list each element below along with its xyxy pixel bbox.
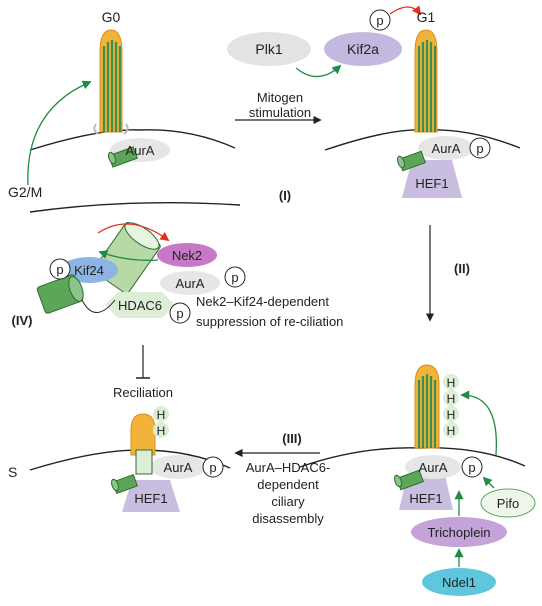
arrow-g2m-red <box>97 223 170 242</box>
arrow-plk1-kif2a <box>295 64 342 78</box>
trichoplein-oval <box>411 517 507 547</box>
step-iv: (IV) <box>12 313 33 328</box>
phospho-br-label: p <box>468 460 475 475</box>
phospho-kif2a <box>369 9 391 31</box>
histone-marks-s: H H <box>153 406 169 438</box>
label-hdac6: HDAC6 <box>118 298 162 313</box>
step-i: (I) <box>279 188 291 203</box>
hdac6-hex <box>105 292 175 318</box>
labels: G0 G1 G2/M S (I) (II) (III) (IV) Plk1 Ki… <box>8 9 519 590</box>
arrow-kif2a-g1 <box>389 5 422 16</box>
histone-br-3: H <box>447 408 456 422</box>
label-kif24: Kif24 <box>74 263 104 278</box>
stage-s: S <box>8 464 17 480</box>
aura-s <box>150 455 206 479</box>
reciliation-label: Reciliation <box>113 385 173 400</box>
phospho-kif2a-label: p <box>376 13 383 28</box>
label-kif2a: Kif2a <box>347 41 379 57</box>
hef1-s <box>122 480 180 512</box>
phospho-aura-s-label: p <box>209 460 216 475</box>
label-aura-s: AurA <box>164 460 193 475</box>
membrane-g0 <box>29 129 236 151</box>
hef1-g1 <box>402 160 462 198</box>
axoneme-br <box>417 374 437 448</box>
phospho-g2m-1-label: p <box>231 270 238 285</box>
nek2-oval <box>157 243 217 267</box>
disassembly-line-1: AurA–HDAC6- <box>246 460 331 475</box>
phospho-g2m-2 <box>169 302 191 324</box>
label-pifo: Pifo <box>497 496 519 511</box>
arrow-pifo-histone <box>460 390 498 456</box>
disassembly-line-4: disassembly <box>252 511 324 526</box>
suppression-line-2: suppression of re-ciliation <box>196 314 343 329</box>
phospho-marks <box>49 9 491 478</box>
phospho-g2m-2-label: p <box>176 306 183 321</box>
g0-cell <box>29 29 236 168</box>
histone-s-1: H <box>157 408 166 422</box>
label-nek2: Nek2 <box>172 248 202 263</box>
arrows <box>27 5 498 567</box>
g1-cell <box>324 29 521 198</box>
phospho-kif24 <box>49 258 71 280</box>
label-ndel1: Ndel1 <box>442 575 476 590</box>
disassembly-line-2: dependent <box>257 477 319 492</box>
label-hef1-br: HEF1 <box>409 491 442 506</box>
step-ii: (II) <box>454 261 470 276</box>
stage-g0: G0 <box>102 9 121 25</box>
stage-g2m: G2/M <box>8 184 42 200</box>
ndel1-oval <box>422 568 496 596</box>
histone-br-1: H <box>447 376 456 390</box>
histone-marks-br: H H H H <box>443 374 459 438</box>
phospho-aura-g1 <box>469 137 491 159</box>
arrow-pifo-up <box>482 476 495 489</box>
arrow-nek2-kif24 <box>98 250 159 261</box>
histone-br-2: H <box>447 392 456 406</box>
axoneme-g0 <box>102 40 122 132</box>
aura-g1 <box>418 136 474 160</box>
mitogen-line-2: stimulation <box>249 105 311 120</box>
phospho-br <box>461 456 483 478</box>
g2m-cell <box>29 201 241 318</box>
phospho-aura-s <box>202 456 224 478</box>
phospho-kif24-label: p <box>56 262 63 277</box>
step-iii: (III) <box>282 431 302 446</box>
disassembly-line-3: ciliary <box>271 494 305 509</box>
centriole-s-vertical <box>135 449 153 475</box>
label-aura-g0: AurA <box>126 143 155 158</box>
histone-s-2: H <box>157 424 166 438</box>
plk1-oval <box>227 32 311 66</box>
suppression-line-1: Nek2–Kif24-dependent <box>196 294 329 309</box>
disassembly-cell <box>299 364 536 596</box>
pifo-oval <box>480 488 536 518</box>
label-aura-g2m: AurA <box>176 276 205 291</box>
aura-g2m <box>160 271 220 295</box>
cilium-s <box>130 413 156 456</box>
label-trichoplein: Trichoplein <box>427 525 490 540</box>
phospho-aura-g1-label: p <box>476 141 483 156</box>
label-hef1-s: HEF1 <box>134 491 167 506</box>
membrane-g2m <box>29 201 241 213</box>
histone-br-4: H <box>447 424 456 438</box>
s-cell <box>29 413 231 512</box>
stage-g1: G1 <box>417 9 436 25</box>
label-hef1-g1: HEF1 <box>415 176 448 191</box>
mitogen-line-1: Mitogen <box>257 90 303 105</box>
label-aura-br: AurA <box>419 460 448 475</box>
phospho-g2m-1 <box>224 266 246 288</box>
label-plk1: Plk1 <box>255 41 282 57</box>
arrow-g2m-to-g0 <box>27 80 92 186</box>
kif2a-oval <box>324 32 402 66</box>
axoneme-g1 <box>417 40 437 132</box>
label-aura-g1: AurA <box>432 141 461 156</box>
